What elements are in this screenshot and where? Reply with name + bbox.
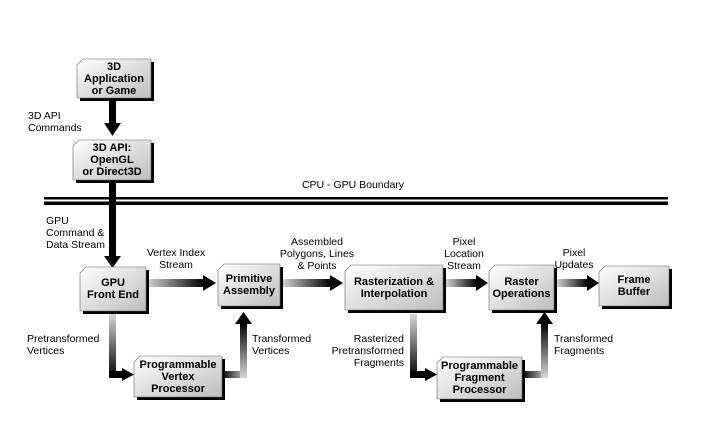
arrow-front-end-to-primitive <box>146 275 216 291</box>
arrow-vertex-processor-to-primitive <box>222 312 252 378</box>
arrow-api-to-front-end <box>104 180 121 268</box>
node-3d-application: 3D Application or Game <box>84 60 144 97</box>
box-api-shape <box>72 139 154 183</box>
box-app-shape <box>76 58 154 101</box>
label-gpu-command-data-stream: GPU Command & Data Stream <box>46 215 105 251</box>
arrow-raster-ops-to-frame-buffer <box>556 275 599 291</box>
node-frame-buffer: Frame Buffer <box>617 274 651 298</box>
label-pixel-location-stream: Pixel Location Stream <box>444 236 484 272</box>
label-transformed-fragments: Transformed Fragments <box>554 333 614 357</box>
label-cpu-gpu-boundary: CPU - GPU Boundary <box>301 179 405 191</box>
node-fragment-processor: Programmable Fragment Processor <box>440 360 519 396</box>
node-primitive-assembly: Primitive Assembly <box>223 273 275 297</box>
box-front-end-shape <box>79 266 149 314</box>
box-fragment-processor-shape <box>436 356 525 402</box>
box-frame-buffer-shape <box>598 265 672 309</box>
node-vertex-processor: Programmable Vertex Processor <box>139 358 217 395</box>
node-raster-operations: Raster Operations <box>492 275 551 300</box>
arrow-fragment-processor-to-raster-ops <box>522 312 553 378</box>
label-pretransformed-vertices: Pretransformed Vertices <box>27 333 100 357</box>
box-raster-ops-shape <box>488 264 557 313</box>
label-vertex-index-stream: Vertex Index Stream <box>146 247 206 271</box>
arrow-primitive-to-rasterization <box>281 275 343 291</box>
arrow-rasterization-to-fragment-processor <box>410 314 437 381</box>
arrow-front-end-to-vertex-processor <box>109 313 134 381</box>
label-pixel-updates: Pixel Updates <box>554 247 594 271</box>
box-rasterization-shape <box>344 264 446 313</box>
arrow-app-to-api <box>104 96 121 136</box>
label-3d-api-commands: 3D API Commands <box>28 110 82 134</box>
box-primitive-shape <box>217 263 283 309</box>
box-vertex-processor-shape <box>133 355 225 400</box>
label-rasterized-pretransformed-fragments: Rasterized Pretransformed Fragments <box>331 333 404 369</box>
node-3d-api: 3D API: OpenGL or Direct3D <box>82 142 142 178</box>
arrow-rasterization-to-raster-ops <box>445 275 488 291</box>
node-rasterization-interpolation: Rasterization & Interpolation <box>353 275 435 300</box>
node-gpu-front-end: GPU Front End <box>87 277 139 301</box>
label-assembled-primitives: Assembled Polygons, Lines & Points <box>279 236 355 272</box>
cpu-gpu-boundary-line <box>44 197 668 205</box>
label-transformed-vertices: Transformed Vertices <box>252 333 312 357</box>
